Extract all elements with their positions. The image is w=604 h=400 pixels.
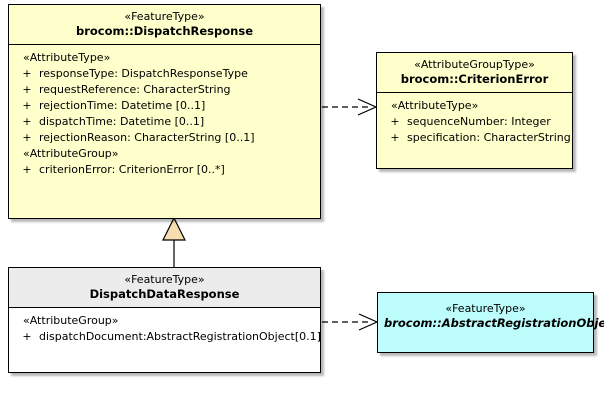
class-name: brocom::CriterionError	[400, 72, 549, 86]
attribute-row[interactable]: + rejectionReason: CharacterString [0..1…	[9, 130, 320, 146]
attribute-text: criterionError: CriterionError [0..*]	[39, 163, 225, 176]
class-name: brocom::AbstractRegistrationObject	[384, 316, 604, 330]
attributes-compartment: «AttributeGroup» + dispatchDocument:Abst…	[9, 308, 321, 351]
visibility-marker: +	[22, 115, 32, 128]
attribute-text: requestReference: CharacterString	[39, 83, 231, 96]
visibility-marker: +	[22, 67, 32, 80]
class-name: DispatchDataResponse	[89, 287, 240, 301]
visibility-marker: +	[22, 163, 32, 176]
attribute-text: dispatchDocument:AbstractRegistrationObj…	[39, 330, 321, 343]
hollow-triangle-icon	[162, 216, 186, 241]
open-arrowhead-icon	[357, 98, 378, 116]
attribute-row[interactable]: + sequenceNumber: Integer	[377, 114, 572, 130]
attribute-row[interactable]: + requestReference: CharacterString	[9, 82, 320, 98]
attribute-row[interactable]: + rejectionTime: Datetime [0..1]	[9, 98, 320, 114]
class-box-abstract-registration-object[interactable]: «FeatureType» brocom::AbstractRegistrati…	[377, 292, 604, 353]
attribute-row[interactable]: + dispatchTime: Datetime [0..1]	[9, 114, 320, 130]
dependency-dispatchdataresponse-to-abstractregistrationobject[interactable]	[322, 313, 379, 331]
class-stereotype: «FeatureType»	[445, 302, 526, 315]
generalization-dispatchdataresponse-to-dispatchresponse[interactable]	[162, 216, 186, 267]
attribute-group-label-attributetype: «AttributeType»	[23, 51, 111, 64]
attribute-row[interactable]: + criterionError: CriterionError [0..*]	[9, 162, 320, 178]
attribute-text: responseType: DispatchResponseType	[39, 67, 248, 80]
attributes-compartment: «AttributeType» + sequenceNumber: Intege…	[377, 93, 572, 152]
attribute-row[interactable]: + specification: CharacterString	[377, 130, 572, 146]
open-arrowhead-icon	[358, 313, 379, 331]
attribute-text: specification: CharacterString	[407, 131, 571, 144]
class-name: brocom::DispatchResponse	[76, 24, 253, 38]
class-header: «FeatureType» DispatchDataResponse	[9, 268, 320, 308]
visibility-marker: +	[390, 115, 400, 128]
visibility-marker: +	[22, 131, 32, 144]
class-header: «FeatureType» brocom::AbstractRegistrati…	[378, 293, 604, 336]
attribute-text: rejectionTime: Datetime [0..1]	[39, 99, 206, 112]
dependency-dispatchresponse-to-criterionerror[interactable]	[322, 98, 378, 116]
attribute-text: dispatchTime: Datetime [0..1]	[39, 115, 205, 128]
class-stereotype: «FeatureType»	[124, 10, 205, 23]
class-stereotype: «AttributeGroupType»	[414, 58, 535, 71]
attribute-text: sequenceNumber: Integer	[407, 115, 551, 128]
class-box-dispatch-data-response[interactable]: «FeatureType» DispatchDataResponse «Attr…	[8, 267, 321, 373]
visibility-marker: +	[22, 330, 32, 343]
class-box-criterion-error[interactable]: «AttributeGroupType» brocom::CriterionEr…	[376, 52, 573, 169]
attributes-compartment: «AttributeType» + responseType: Dispatch…	[9, 45, 320, 184]
class-box-dispatch-response[interactable]: «FeatureType» brocom::DispatchResponse «…	[8, 4, 321, 219]
class-header: «FeatureType» brocom::DispatchResponse	[9, 5, 320, 45]
attribute-row[interactable]: + dispatchDocument:AbstractRegistrationO…	[9, 329, 321, 345]
visibility-marker: +	[22, 83, 32, 96]
attribute-group-label-attributegroup: «AttributeGroup»	[23, 147, 119, 160]
class-header: «AttributeGroupType» brocom::CriterionEr…	[377, 53, 572, 93]
visibility-marker: +	[390, 131, 400, 144]
visibility-marker: +	[22, 99, 32, 112]
attribute-row[interactable]: + responseType: DispatchResponseType	[9, 66, 320, 82]
attribute-text: rejectionReason: CharacterString [0..1]	[39, 131, 255, 144]
attribute-group-label-attributetype: «AttributeType»	[391, 99, 479, 112]
attribute-group-label-attributegroup: «AttributeGroup»	[23, 314, 119, 327]
class-stereotype: «FeatureType»	[124, 273, 205, 286]
